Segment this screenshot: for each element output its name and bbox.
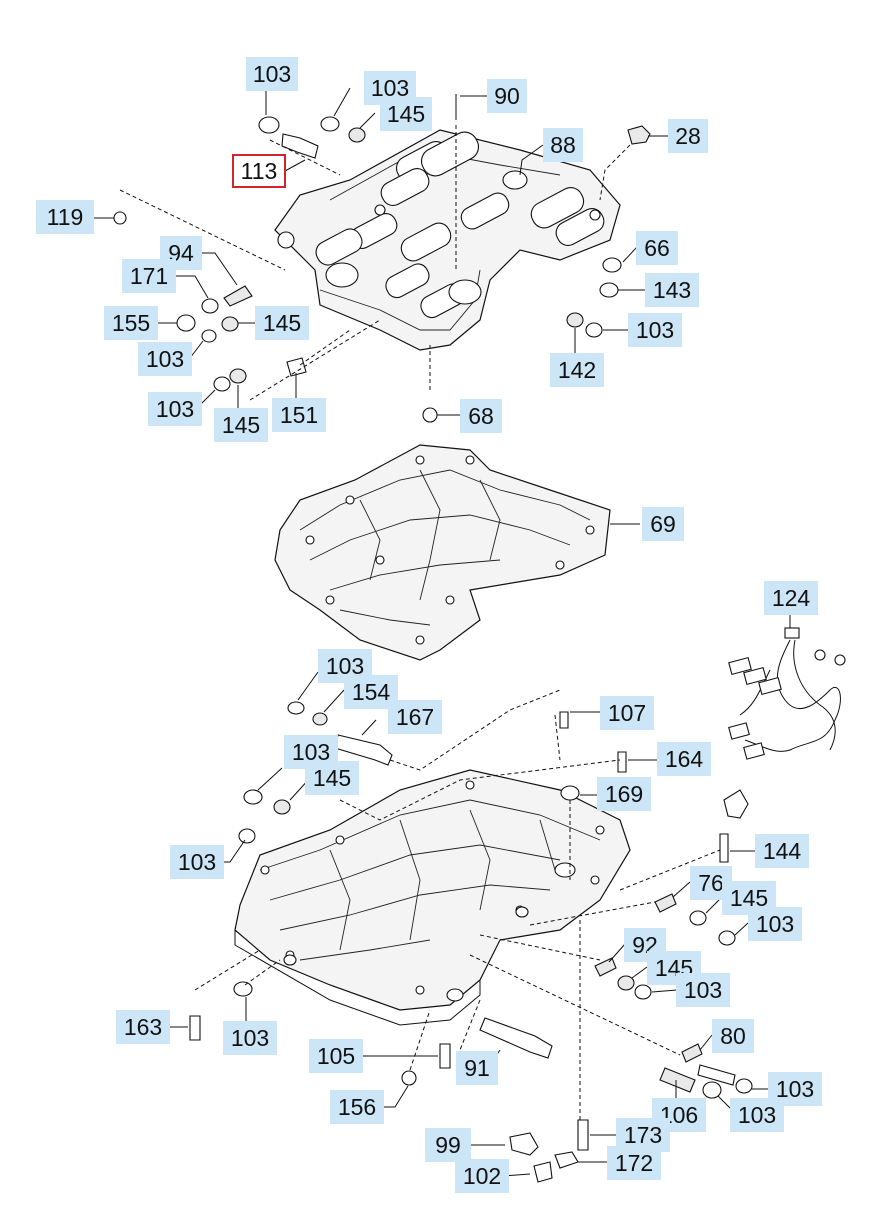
callout-143[interactable]: 143	[645, 273, 699, 307]
callout-66[interactable]: 66	[636, 231, 678, 265]
callout-142[interactable]: 142	[550, 353, 604, 387]
callout-103[interactable]: 103	[628, 313, 682, 347]
callout-103[interactable]: 103	[223, 1021, 277, 1055]
callout-164[interactable]: 164	[657, 742, 711, 776]
callout-103[interactable]: 103	[730, 1098, 784, 1132]
callout-172[interactable]: 172	[607, 1146, 661, 1180]
callout-28[interactable]: 28	[668, 119, 708, 153]
callout-103[interactable]: 103	[748, 907, 802, 941]
callout-103[interactable]: 103	[138, 342, 192, 376]
leader-lines	[92, 87, 791, 1177]
callout-145[interactable]: 145	[305, 761, 359, 795]
callout-91[interactable]: 91	[456, 1051, 498, 1085]
callout-145[interactable]: 145	[214, 408, 268, 442]
callout-156[interactable]: 156	[330, 1090, 384, 1124]
callout-90[interactable]: 90	[487, 79, 527, 113]
callout-103[interactable]: 103	[148, 392, 202, 426]
callout-171[interactable]: 171	[122, 259, 176, 293]
callout-68[interactable]: 68	[460, 399, 502, 433]
callout-163[interactable]: 163	[116, 1010, 170, 1044]
callout-169[interactable]: 169	[597, 777, 651, 811]
callout-113-selected[interactable]: 113	[232, 154, 286, 188]
callout-167[interactable]: 167	[388, 700, 442, 734]
callout-103[interactable]: 103	[170, 845, 224, 879]
callout-144[interactable]: 144	[755, 834, 809, 868]
callout-69[interactable]: 69	[642, 507, 684, 541]
separator-plate	[274, 444, 611, 661]
callout-107[interactable]: 107	[600, 696, 654, 730]
callout-103[interactable]: 103	[246, 57, 298, 91]
callout-145[interactable]: 145	[255, 306, 309, 340]
callout-99[interactable]: 99	[425, 1128, 471, 1162]
callout-80[interactable]: 80	[712, 1019, 754, 1053]
callout-102[interactable]: 102	[455, 1159, 509, 1193]
wiring-harness	[728, 627, 846, 760]
callout-103[interactable]: 103	[676, 973, 730, 1007]
solenoid-cluster	[277, 131, 605, 319]
upper-valve-body	[274, 129, 621, 351]
callout-124[interactable]: 124	[764, 581, 818, 615]
callout-105[interactable]: 105	[309, 1039, 363, 1073]
callout-151[interactable]: 151	[272, 398, 326, 432]
callout-88[interactable]: 88	[543, 128, 583, 162]
callout-145[interactable]: 145	[380, 97, 432, 131]
phantom-lines	[119, 125, 721, 1120]
callout-155[interactable]: 155	[104, 306, 158, 340]
lower-valve-body	[234, 769, 631, 1026]
small-parts	[113, 94, 753, 1183]
callout-119[interactable]: 119	[36, 200, 94, 234]
